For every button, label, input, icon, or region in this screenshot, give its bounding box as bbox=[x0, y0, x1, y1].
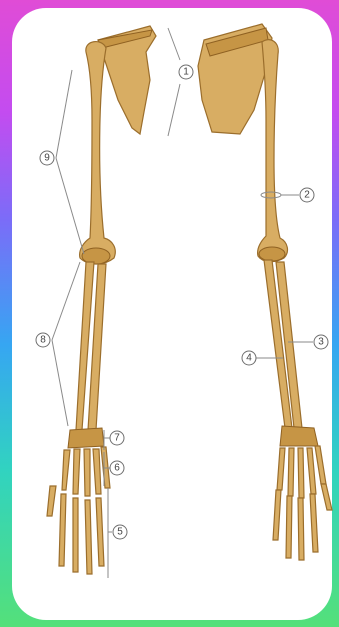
label-9-text: 9 bbox=[44, 153, 50, 164]
label-8: 8 bbox=[36, 333, 50, 347]
label-1: 1 bbox=[179, 65, 193, 79]
right-metacarpals bbox=[277, 446, 326, 498]
right-arm-skeleton bbox=[198, 24, 332, 560]
right-carpals bbox=[280, 426, 318, 446]
label-8-text: 8 bbox=[40, 335, 46, 346]
left-metacarpals bbox=[62, 447, 110, 496]
label-4: 4 bbox=[242, 351, 256, 365]
label-6: 6 bbox=[110, 461, 124, 475]
label-4-text: 4 bbox=[246, 353, 252, 364]
label-9: 9 bbox=[40, 151, 54, 165]
label-5-text: 5 bbox=[117, 527, 123, 538]
label-1-text: 1 bbox=[183, 67, 189, 78]
label-3-text: 3 bbox=[318, 337, 324, 348]
label-5: 5 bbox=[113, 525, 127, 539]
left-arm-skeleton bbox=[47, 26, 156, 574]
right-elbow bbox=[259, 247, 285, 261]
label-2-text: 2 bbox=[304, 190, 310, 201]
label-6-text: 6 bbox=[114, 463, 120, 474]
left-carpals bbox=[68, 428, 104, 448]
label-3: 3 bbox=[314, 335, 328, 349]
label-2: 2 bbox=[300, 188, 314, 202]
label-7-text: 7 bbox=[114, 433, 120, 444]
left-phalanges bbox=[47, 486, 104, 574]
label-7: 7 bbox=[110, 431, 124, 445]
